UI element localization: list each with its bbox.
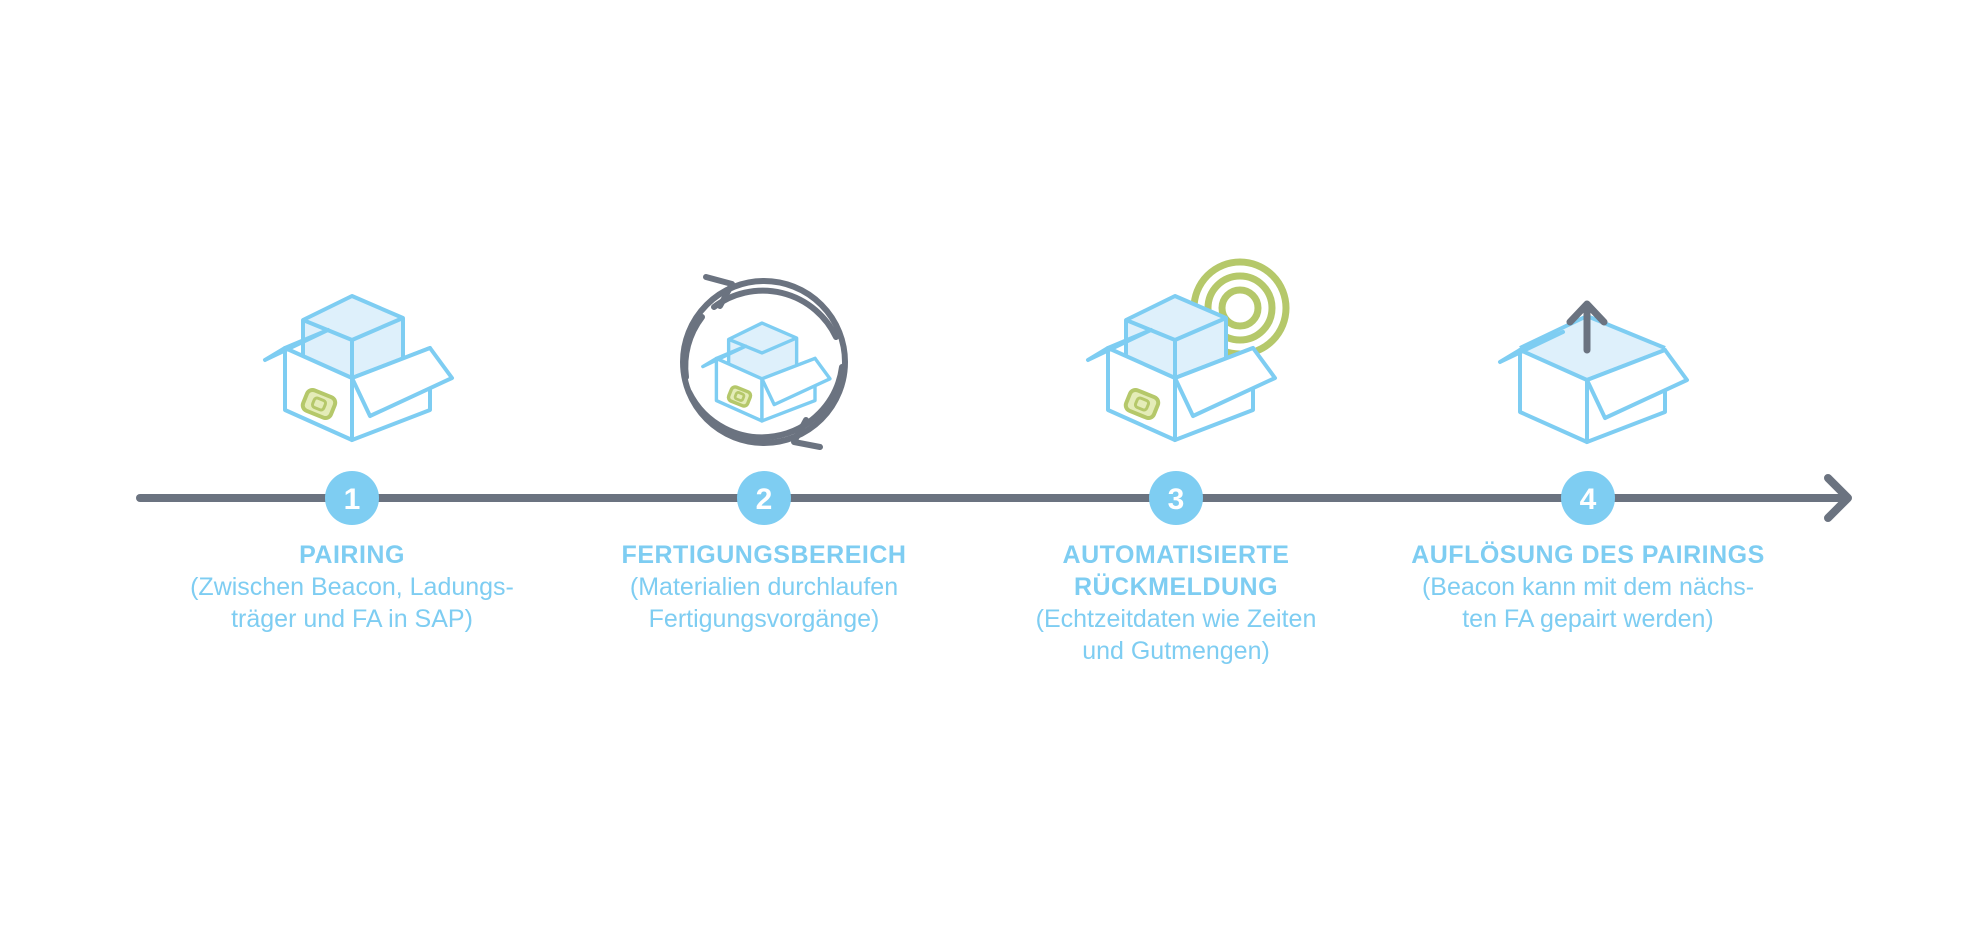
box-unpack-icon: [1498, 300, 1689, 444]
step-4-desc-line-2: ten FA gepairt werden): [1462, 605, 1714, 633]
step-1-title: PAIRING: [299, 541, 405, 569]
beacon-icon: [1123, 387, 1161, 421]
step-1-desc-line-2: träger und FA in SAP): [231, 605, 473, 633]
step-1-text: PAIRING (Zwischen Beacon, Ladungs- träge…: [142, 539, 562, 635]
step-number-4: 4: [1580, 483, 1597, 516]
step-number-1: 1: [344, 483, 361, 516]
step-4-text: AUFLÖSUNG DES PAIRINGS (Beacon kann mit …: [1378, 539, 1798, 635]
step-3-desc-line-2: und Gutmengen): [1082, 637, 1270, 665]
step-3-title-line-1: AUTOMATISIERTE: [1062, 541, 1290, 569]
step-3-text: AUTOMATISIERTE RÜCKMELDUNG (Echtzeitdate…: [966, 539, 1386, 667]
step-number-3: 3: [1168, 483, 1185, 516]
step-2-text: FERTIGUNGSBEREICH (Materialien durchlauf…: [554, 539, 974, 635]
box-cycle-icon: [680, 274, 848, 450]
step-2-desc-line-2: Fertigungsvorgänge): [648, 605, 880, 633]
step-marker-4: 4: [1561, 471, 1615, 525]
step-2-desc-line-1: (Materialien durchlaufen: [629, 573, 899, 601]
cycle-arrow-top-icon: [703, 274, 735, 309]
step-1-desc-line-1: (Zwischen Beacon, Ladungs-: [190, 573, 514, 601]
box-with-beacon-icon: [263, 294, 454, 442]
box-signal-icon: [1086, 258, 1290, 442]
step-marker-1: 1: [325, 471, 379, 525]
step-marker-3: 3: [1149, 471, 1203, 525]
step-3-desc-line-1: (Echtzeitdaten wie Zeiten: [1035, 605, 1317, 633]
step-2-title: FERTIGUNGSBEREICH: [621, 541, 907, 569]
cycle-arrow-bottom-icon: [791, 417, 823, 450]
step-4-title: AUFLÖSUNG DES PAIRINGS: [1411, 541, 1765, 569]
step-3-title-line-2: RÜCKMELDUNG: [1073, 573, 1279, 601]
step-number-2: 2: [756, 483, 773, 516]
step-marker-2: 2: [737, 471, 791, 525]
timeline-arrowhead: [1824, 474, 1852, 522]
beacon-icon: [300, 387, 338, 421]
step-4-desc-line-1: (Beacon kann mit dem nächs-: [1421, 573, 1755, 601]
